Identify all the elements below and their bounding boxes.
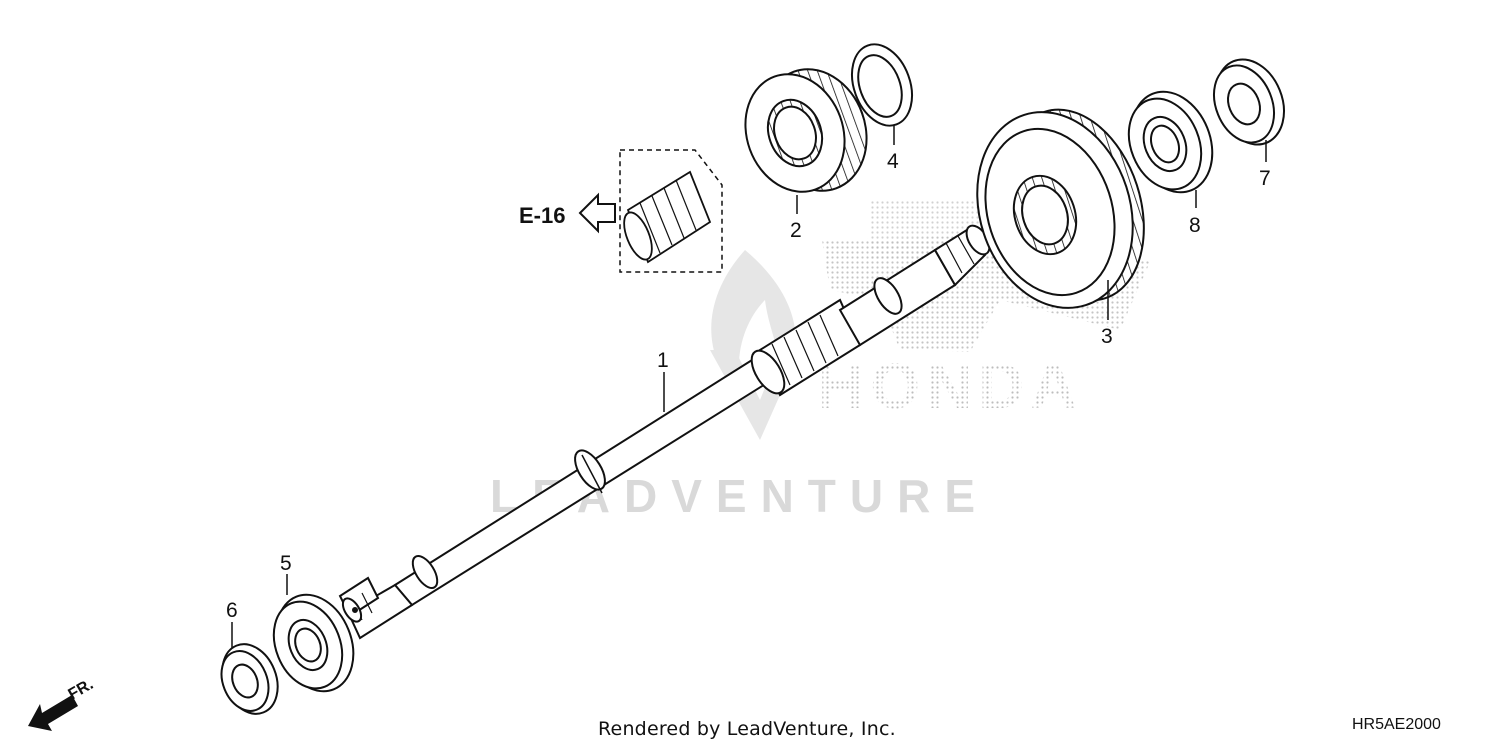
front-indicator: FR. — [28, 676, 96, 731]
callout-numbers: 1 2 3 4 5 6 7 8 — [226, 150, 1271, 622]
front-arrow-icon — [28, 695, 78, 731]
callout-2: 2 — [790, 219, 802, 242]
bearing-lower — [272, 593, 355, 693]
callout-8: 8 — [1189, 214, 1201, 237]
reference-label: E-16 — [519, 203, 565, 228]
oil-seal-upper — [1213, 58, 1285, 146]
oil-seal-lower — [220, 643, 279, 715]
reference-arrow-icon — [578, 192, 616, 234]
callout-6: 6 — [226, 599, 238, 622]
mainshaft — [338, 224, 991, 640]
drawing-code: HR5AE2000 — [1352, 716, 1441, 733]
gear-large — [976, 108, 1145, 309]
callout-4: 4 — [887, 150, 899, 173]
gear-small — [744, 68, 868, 193]
callout-1: 1 — [657, 349, 669, 372]
render-credit: Rendered by LeadVenture, Inc. — [598, 718, 896, 740]
thrust-washer — [851, 43, 913, 127]
callout-5: 5 — [280, 552, 292, 575]
honda-brand-text: HONDA — [818, 350, 1083, 422]
leader-lines — [231, 125, 1267, 648]
reference-box: E-16 — [519, 149, 723, 273]
bearing-upper — [1127, 90, 1214, 194]
callout-3: 3 — [1101, 325, 1113, 348]
callout-7: 7 — [1259, 167, 1271, 190]
